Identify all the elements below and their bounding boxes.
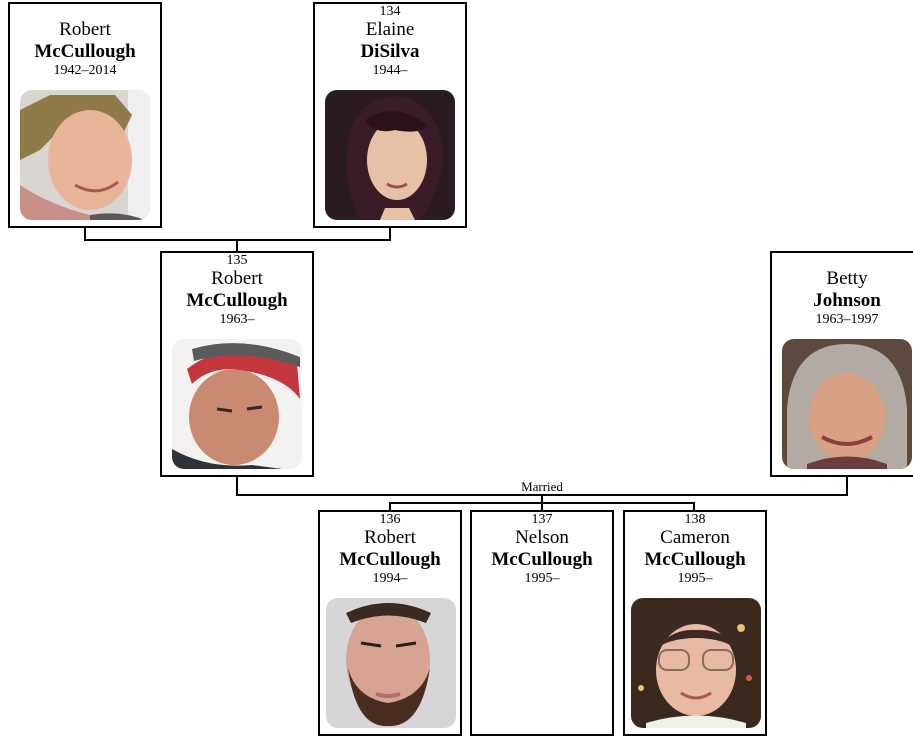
person-first-name: Nelson bbox=[515, 527, 569, 548]
person-photo bbox=[20, 90, 150, 220]
person-id: 135 bbox=[226, 253, 248, 268]
married-label: Married bbox=[521, 479, 563, 494]
person-years: 1942–2014 bbox=[53, 63, 117, 78]
person-id bbox=[10, 4, 160, 19]
connector-line bbox=[541, 494, 543, 503]
person-years: 1963– bbox=[219, 312, 255, 327]
person-years: 1995– bbox=[524, 571, 560, 586]
person-years: 1994– bbox=[372, 571, 408, 586]
person-photo bbox=[172, 339, 302, 469]
person-years: 1995– bbox=[677, 571, 713, 586]
person-first-name: Cameron bbox=[660, 527, 730, 548]
person-card-robert-mccullough-135[interactable]: 135 Robert McCullough 1963– bbox=[160, 251, 314, 477]
person-id: 134 bbox=[379, 4, 401, 19]
person-last-name: McCullough bbox=[491, 549, 593, 570]
person-card-robert-mccullough-136[interactable]: 136 Robert McCullough 1994– bbox=[318, 510, 462, 736]
person-id: 137 bbox=[531, 512, 553, 527]
person-last-name: McCullough bbox=[34, 41, 136, 62]
person-years: 1944– bbox=[372, 63, 408, 78]
person-card-nelson-mccullough-137[interactable]: 137 Nelson McCullough 1995– bbox=[470, 510, 614, 736]
person-last-name: DiSilva bbox=[360, 41, 420, 62]
person-id: 136 bbox=[379, 512, 401, 527]
person-first-name: Robert bbox=[59, 19, 111, 40]
connector-line bbox=[389, 227, 391, 240]
connector-line bbox=[846, 475, 848, 495]
person-id bbox=[772, 253, 913, 268]
person-years: 1963–1997 bbox=[815, 312, 879, 327]
connector-line bbox=[236, 475, 238, 495]
person-photo bbox=[326, 598, 456, 728]
connector-line bbox=[541, 502, 543, 512]
person-id: 138 bbox=[684, 512, 706, 527]
connector-line bbox=[693, 502, 695, 512]
connector-line bbox=[84, 227, 86, 240]
person-first-name: Betty bbox=[826, 268, 868, 289]
connector-line bbox=[389, 502, 391, 512]
person-last-name: McCullough bbox=[339, 549, 441, 570]
person-photo bbox=[631, 598, 761, 728]
person-card-betty-johnson[interactable]: Betty Johnson 1963–1997 bbox=[770, 251, 913, 477]
person-card-elaine-disilva[interactable]: 134 Elaine DiSilva 1944– bbox=[313, 2, 467, 228]
person-last-name: McCullough bbox=[186, 290, 288, 311]
person-first-name: Elaine bbox=[365, 19, 415, 40]
person-last-name: Johnson bbox=[813, 290, 881, 311]
person-last-name: McCullough bbox=[644, 549, 746, 570]
person-card-cameron-mccullough-138[interactable]: 138 Cameron McCullough 1995– bbox=[623, 510, 767, 736]
connector-line bbox=[236, 239, 238, 252]
person-photo bbox=[782, 339, 912, 469]
person-first-name: Robert bbox=[364, 527, 416, 548]
person-card-robert-mccullough-1942[interactable]: Robert McCullough 1942–2014 bbox=[8, 2, 162, 228]
person-first-name: Robert bbox=[211, 268, 263, 289]
person-photo bbox=[325, 90, 455, 220]
